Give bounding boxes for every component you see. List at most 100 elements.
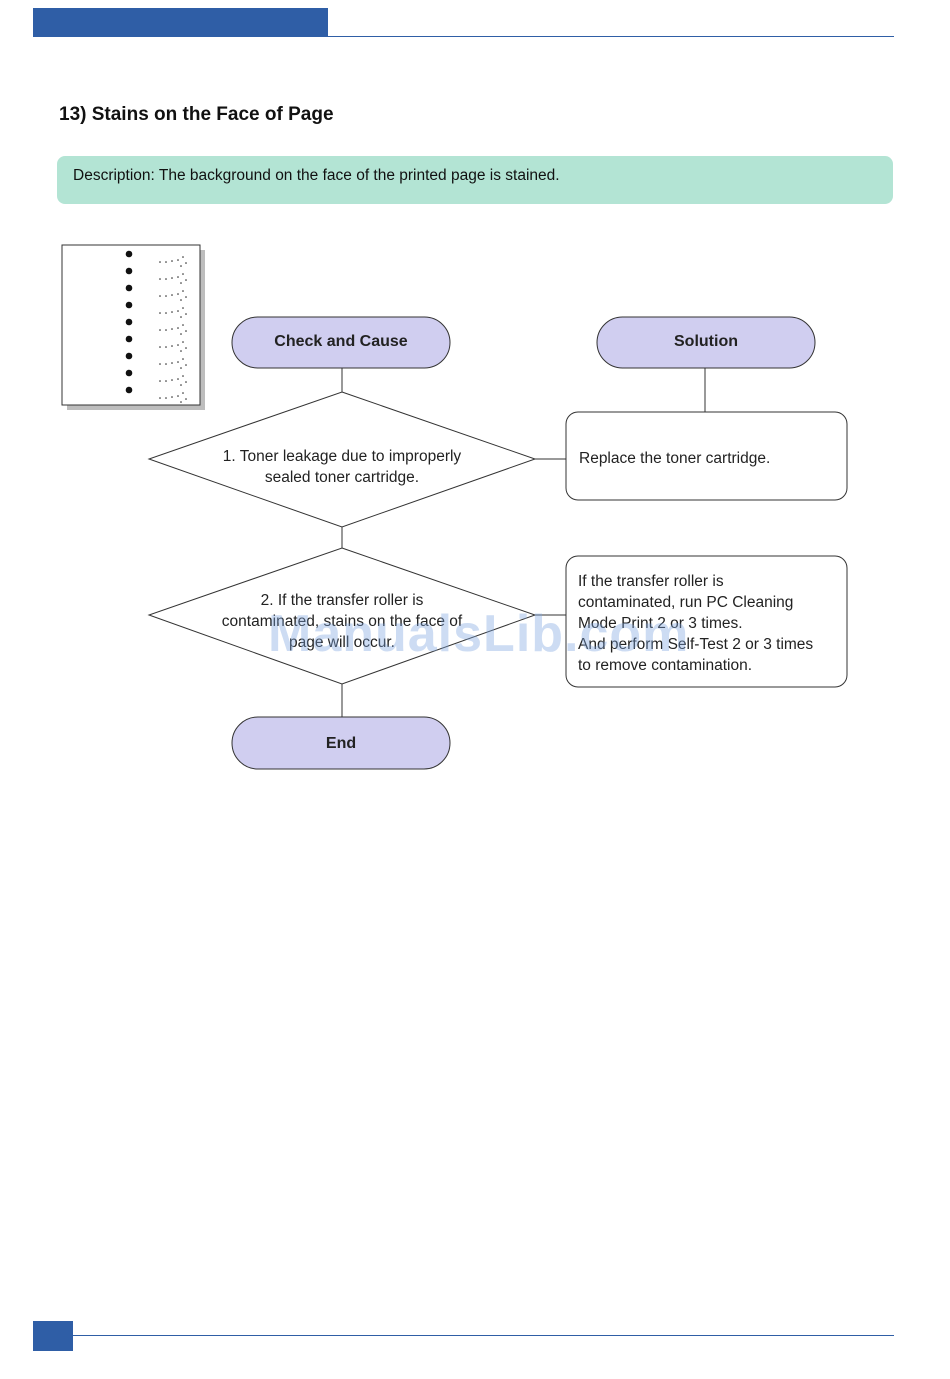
stain-speck bbox=[182, 324, 184, 326]
stain-speck bbox=[165, 346, 167, 348]
stain-speck bbox=[182, 341, 184, 343]
check-and-cause-label: Check and Cause bbox=[274, 333, 408, 350]
stain-speck bbox=[171, 311, 173, 313]
stain-speck bbox=[180, 316, 182, 318]
stain-speck bbox=[159, 363, 161, 365]
check-and-cause-pill bbox=[231, 316, 451, 369]
stain-speck bbox=[165, 278, 167, 280]
stain-speck bbox=[165, 261, 167, 263]
solution-2-line: to remove contamination. bbox=[578, 657, 753, 674]
stain-speck bbox=[185, 398, 187, 400]
description-box: Description: The background on the face … bbox=[57, 156, 893, 204]
stain-speck bbox=[182, 358, 184, 360]
stain-speck bbox=[182, 273, 184, 275]
footer-block bbox=[33, 1321, 73, 1351]
stain-speck bbox=[177, 276, 179, 278]
stain-speck bbox=[177, 259, 179, 261]
stain-speck bbox=[159, 380, 161, 382]
page-title: 13) Stains on the Face of Page bbox=[59, 104, 334, 125]
stain-speck bbox=[180, 367, 182, 369]
stain-speck bbox=[165, 312, 167, 314]
stain-speck bbox=[180, 384, 182, 386]
stain-speck bbox=[165, 363, 167, 365]
stain-speck bbox=[177, 327, 179, 329]
solution-2-line: If the transfer roller is bbox=[578, 573, 724, 590]
stain-speck bbox=[165, 397, 167, 399]
stain-speck bbox=[185, 262, 187, 264]
stain-speck bbox=[180, 333, 182, 335]
stain-speck bbox=[180, 299, 182, 301]
check-2-line: contaminated, stains on the face of bbox=[221, 613, 463, 630]
stain-speck bbox=[159, 397, 161, 399]
stain-speck bbox=[159, 278, 161, 280]
stain-speck bbox=[159, 312, 161, 314]
stain-spot bbox=[125, 301, 133, 309]
end-label: End bbox=[325, 735, 357, 752]
stain-spot bbox=[125, 386, 133, 394]
footer-rule bbox=[33, 1335, 894, 1336]
stain-speck bbox=[185, 313, 187, 315]
stain-speck bbox=[159, 346, 161, 348]
stain-speck bbox=[180, 265, 182, 267]
stain-speck bbox=[177, 395, 179, 397]
stain-speck bbox=[171, 379, 173, 381]
stain-speck bbox=[171, 328, 173, 330]
check-2-text: 2. If the transfer roller is contaminate… bbox=[175, 590, 509, 653]
header-rule bbox=[33, 36, 894, 37]
check-2-line: 2. If the transfer roller is bbox=[260, 592, 424, 609]
stain-speck bbox=[177, 344, 179, 346]
check-1-text: 1. Toner leakage due to improperly seale… bbox=[175, 446, 509, 488]
solution-label: Solution bbox=[674, 333, 738, 350]
flow-connectors bbox=[341, 368, 706, 717]
check-diamond-2 bbox=[147, 547, 537, 685]
stain-speck bbox=[171, 294, 173, 296]
check-2-line: page will occur. bbox=[289, 634, 395, 651]
stain-speck bbox=[185, 330, 187, 332]
stain-speck bbox=[182, 290, 184, 292]
stain-speck bbox=[159, 329, 161, 331]
stain-speck bbox=[182, 375, 184, 377]
stain-speck bbox=[171, 260, 173, 262]
stain-speck bbox=[165, 329, 167, 331]
stain-speck bbox=[182, 307, 184, 309]
solution-box-1 bbox=[565, 411, 848, 501]
stain-speck bbox=[177, 310, 179, 312]
end-pill bbox=[231, 716, 451, 770]
watermark: ManualsLib.com bbox=[268, 605, 690, 663]
stain-spot bbox=[125, 335, 133, 343]
solution-2-text: If the transfer roller is contaminated, … bbox=[578, 571, 844, 676]
description-text: Description: The background on the face … bbox=[73, 167, 560, 184]
stain-speck bbox=[171, 396, 173, 398]
stain-speck bbox=[185, 279, 187, 281]
stain-speck bbox=[185, 347, 187, 349]
stain-speck bbox=[177, 361, 179, 363]
stain-speck bbox=[185, 364, 187, 366]
stain-speck bbox=[177, 378, 179, 380]
stain-spot bbox=[125, 318, 133, 326]
stain-speck bbox=[185, 381, 187, 383]
stain-spot bbox=[125, 250, 133, 258]
stain-speck bbox=[165, 380, 167, 382]
stain-spot bbox=[125, 369, 133, 377]
solution-2-line: And perform Self-Test 2 or 3 times bbox=[578, 636, 814, 653]
stain-speck bbox=[180, 350, 182, 352]
stain-spot bbox=[125, 284, 133, 292]
stain-spot bbox=[125, 352, 133, 360]
check-1-line: sealed toner cartridge. bbox=[264, 469, 420, 486]
stain-speck bbox=[180, 401, 182, 403]
solution-pill bbox=[596, 316, 816, 369]
stain-speck bbox=[180, 282, 182, 284]
solution-1-text: Replace the toner cartridge. bbox=[579, 448, 841, 469]
stained-page-illustration bbox=[61, 244, 205, 410]
stain-speck bbox=[177, 293, 179, 295]
stain-speck bbox=[171, 345, 173, 347]
stain-speck bbox=[171, 362, 173, 364]
stain-speck bbox=[182, 392, 184, 394]
stain-spot bbox=[125, 267, 133, 275]
solution-2-line: contaminated, run PC Cleaning bbox=[578, 594, 794, 611]
solution-box-2 bbox=[565, 555, 848, 688]
solution-1-line: Replace the toner cartridge. bbox=[579, 450, 771, 467]
check-1-line: 1. Toner leakage due to improperly bbox=[222, 448, 462, 465]
stain-speck bbox=[171, 277, 173, 279]
